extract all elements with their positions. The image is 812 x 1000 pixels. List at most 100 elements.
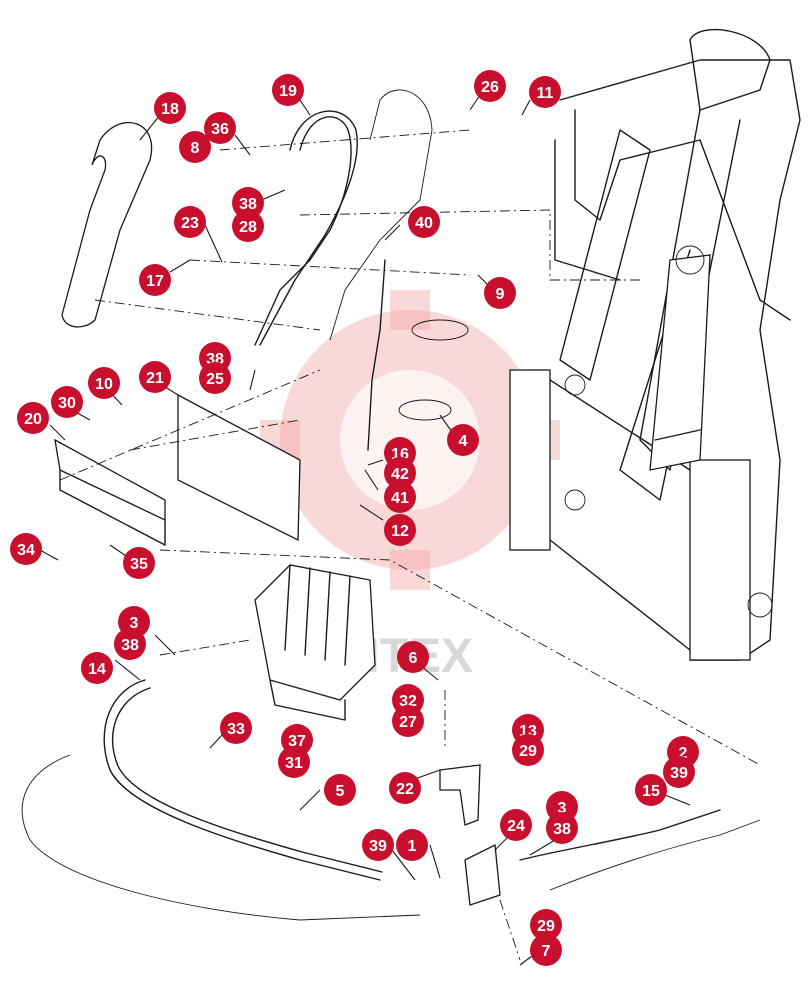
callout-29-lower: 29 xyxy=(530,909,562,941)
callout-18: 18 xyxy=(154,92,186,124)
callout-26: 26 xyxy=(474,70,506,102)
elbow-hose-18 xyxy=(61,122,153,328)
svg-text:33: 33 xyxy=(227,721,245,738)
svg-text:3: 3 xyxy=(130,615,139,632)
callout-36: 36 xyxy=(204,112,236,144)
svg-text:36: 36 xyxy=(211,121,229,138)
svg-text:38: 38 xyxy=(121,637,139,654)
svg-text:10: 10 xyxy=(95,376,113,393)
callout-1: 1 xyxy=(396,829,428,861)
clamp-upper xyxy=(411,319,469,341)
callout-39-right: 39 xyxy=(663,756,695,788)
svg-text:42: 42 xyxy=(391,466,409,483)
callout-30: 30 xyxy=(51,386,83,418)
callout-40: 40 xyxy=(408,206,440,238)
callout-24: 24 xyxy=(500,809,532,841)
callout-35: 35 xyxy=(123,547,155,579)
callout-38-upper: 38 xyxy=(232,187,264,219)
svg-text:3: 3 xyxy=(558,800,567,817)
svg-text:4: 4 xyxy=(459,433,468,450)
svg-text:31: 31 xyxy=(285,755,303,772)
svg-text:27: 27 xyxy=(399,714,417,731)
hose-16 xyxy=(549,819,761,891)
callout-6: 6 xyxy=(397,641,429,673)
tube-4 xyxy=(329,89,433,341)
hose-19 xyxy=(254,116,352,346)
svg-text:37: 37 xyxy=(288,733,306,750)
plate-20 xyxy=(54,438,166,522)
svg-text:29: 29 xyxy=(519,743,537,760)
svg-text:20: 20 xyxy=(24,411,42,428)
svg-text:14: 14 xyxy=(88,661,106,678)
svg-text:39: 39 xyxy=(670,765,688,782)
callout-33: 33 xyxy=(220,712,252,744)
callout-23: 23 xyxy=(174,206,206,238)
loader-frame xyxy=(509,28,801,661)
callout-7: 7 xyxy=(530,934,562,966)
hose-15 xyxy=(519,809,721,861)
svg-text:30: 30 xyxy=(58,395,76,412)
callout-19: 19 xyxy=(272,74,304,106)
svg-text:29: 29 xyxy=(537,918,555,935)
callout-15: 15 xyxy=(635,774,667,806)
svg-text:22: 22 xyxy=(396,781,414,798)
svg-text:38: 38 xyxy=(239,196,257,213)
callout-31: 31 xyxy=(278,746,310,778)
svg-text:8: 8 xyxy=(191,140,200,157)
control-valve xyxy=(254,564,376,721)
hydraulic-cylinder xyxy=(649,245,711,471)
svg-text:38: 38 xyxy=(553,821,571,838)
svg-text:9: 9 xyxy=(496,286,505,303)
callout-4: 4 xyxy=(447,424,479,456)
valve-block-24 xyxy=(464,843,501,906)
callout-34: 34 xyxy=(10,533,42,565)
callout-14: 14 xyxy=(81,652,113,684)
callout-17: 17 xyxy=(139,264,171,296)
svg-text:11: 11 xyxy=(537,85,554,102)
callout-38-left: 38 xyxy=(114,628,146,660)
svg-text:25: 25 xyxy=(206,371,224,388)
callout-28: 28 xyxy=(232,210,264,242)
bracket-22 xyxy=(439,764,481,826)
callout-22: 22 xyxy=(389,772,421,804)
callout-8: 8 xyxy=(179,131,211,163)
callout-29-upper: 29 xyxy=(512,734,544,766)
svg-text:23: 23 xyxy=(181,215,199,232)
svg-text:2: 2 xyxy=(679,745,688,762)
svg-text:28: 28 xyxy=(239,219,257,236)
svg-text:19: 19 xyxy=(279,83,297,100)
svg-text:40: 40 xyxy=(415,215,433,232)
callout-9: 9 xyxy=(484,277,516,309)
plate-21 xyxy=(177,393,301,542)
svg-text:21: 21 xyxy=(146,370,164,387)
hose-return xyxy=(21,754,421,921)
callout-27: 27 xyxy=(392,705,424,737)
callout-21: 21 xyxy=(139,361,171,393)
svg-text:18: 18 xyxy=(161,101,179,118)
callout-42: 42 xyxy=(384,457,416,489)
svg-text:26: 26 xyxy=(481,79,499,96)
callout-38-right: 38 xyxy=(546,812,578,844)
callout-10: 10 xyxy=(88,367,120,399)
svg-text:1: 1 xyxy=(408,838,417,855)
svg-text:6: 6 xyxy=(409,650,418,667)
svg-text:41: 41 xyxy=(391,490,409,507)
callout-25: 25 xyxy=(199,362,231,394)
svg-text:24: 24 xyxy=(507,818,525,835)
callout-41: 41 xyxy=(384,481,416,513)
svg-text:7: 7 xyxy=(542,943,551,960)
svg-text:17: 17 xyxy=(146,273,164,290)
clamp-lower xyxy=(398,399,452,421)
svg-text:15: 15 xyxy=(642,783,660,800)
callout-5: 5 xyxy=(324,774,356,806)
callout-39-left: 39 xyxy=(362,829,394,861)
svg-text:35: 35 xyxy=(130,556,148,573)
callout-11: 11 xyxy=(529,76,561,108)
svg-text:5: 5 xyxy=(336,783,345,800)
callout-20: 20 xyxy=(17,402,49,434)
svg-text:34: 34 xyxy=(17,542,35,559)
hose-14 xyxy=(103,679,381,881)
callout-12: 12 xyxy=(384,514,416,546)
svg-text:39: 39 xyxy=(369,838,387,855)
